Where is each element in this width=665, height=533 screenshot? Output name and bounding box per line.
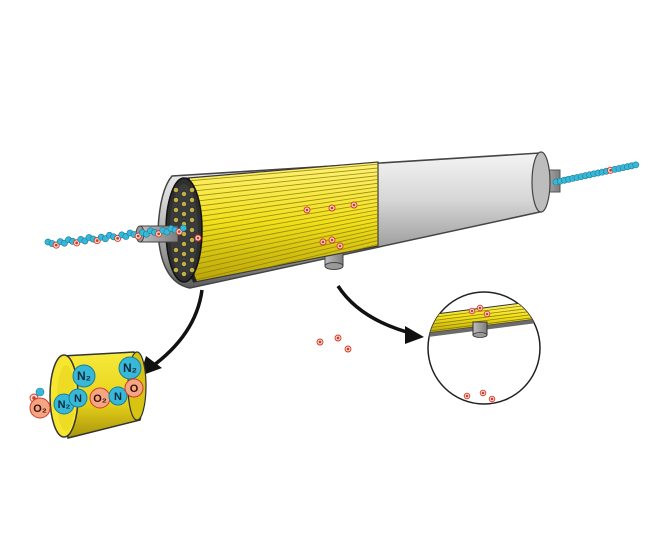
nitrogen-label: N: [74, 393, 82, 405]
magnified-oxygen: [463, 304, 496, 403]
fiber-opening: [189, 237, 195, 243]
oxygen-molecule: O₂: [89, 387, 111, 409]
oxygen-molecule: [344, 345, 352, 353]
fiber-opening: [173, 247, 179, 253]
fiber-opening: [189, 247, 195, 253]
fiber-strands: [175, 163, 378, 282]
permeating-oxygen: [194, 201, 358, 250]
nitrogen-molecule: N: [68, 388, 88, 408]
fiber-opening: [173, 267, 179, 273]
oxygen-molecule: [194, 234, 202, 242]
fiber-opening: [173, 217, 179, 223]
oxygen-molecule: [476, 304, 484, 312]
oxygen-molecule: O: [124, 378, 144, 398]
oxygen-molecule: [350, 201, 358, 209]
inlet-air-stream: [44, 224, 187, 249]
nitrogen-label: N: [114, 391, 122, 403]
fiber-opening: [181, 251, 187, 257]
fiber-opening: [181, 261, 187, 267]
oxygen-molecule: [303, 206, 311, 214]
nitrogen-label: N₂: [77, 369, 91, 383]
fiber-opening: [181, 271, 187, 277]
fiber-opening: [189, 227, 195, 233]
fiber-opening: [189, 187, 195, 193]
fiber-opening: [181, 211, 187, 217]
nitrogen-label: N₂: [58, 399, 71, 411]
fiber-opening: [189, 267, 195, 273]
oxygen-molecule: [336, 242, 344, 250]
released-oxygen: [316, 334, 352, 353]
fiber-opening: [189, 217, 195, 223]
oxygen-molecule: [479, 389, 487, 397]
nitrogen-molecule: [179, 224, 187, 232]
fiber-opening: [173, 187, 179, 193]
oxygen-molecule: [334, 334, 342, 342]
nitrogen-molecule: N₂: [118, 356, 142, 380]
housing-end-cap: [531, 151, 551, 213]
fiber-opening: [181, 191, 187, 197]
detail-labels: N₂ N₂ N₂ O₂ O₂ N N O: [29, 356, 144, 419]
fiber-opening: [173, 207, 179, 213]
fiber-opening: [189, 207, 195, 213]
oxygen-molecule: O₂: [29, 397, 51, 419]
oxygen-label: O₂: [93, 393, 107, 405]
fiber-openings: [173, 187, 195, 277]
nitrogen-molecule: [35, 387, 45, 397]
nitrogen-label: N₂: [123, 361, 137, 375]
oxygen-label: O₂: [33, 403, 47, 415]
oxygen-label: O: [130, 383, 139, 395]
fiber-opening: [181, 201, 187, 207]
outlet-nitrogen-stream: [552, 161, 640, 186]
oxygen-molecule: [463, 392, 471, 400]
oxygen-molecule: [328, 236, 336, 244]
oxygen-molecule: [468, 307, 476, 315]
port-detail-magnifier: [427, 291, 541, 405]
arrow-to-fiber-detail: [140, 289, 204, 376]
fiber-opening: [173, 257, 179, 263]
oxygen-molecule: [316, 338, 324, 346]
fiber-opening: [173, 197, 179, 203]
fiber-opening: [189, 197, 195, 203]
nitrogen-molecule: N: [108, 386, 128, 406]
oxygen-molecule: [483, 310, 491, 318]
nitrogen-molecule: N₂: [72, 364, 96, 388]
fiber-opening: [181, 241, 187, 247]
fiber-bundle: [175, 161, 379, 283]
oxygen-molecule: [328, 204, 336, 212]
oxygen-molecule: [488, 395, 496, 403]
nitrogen-molecule: [632, 161, 640, 169]
arrow-to-port-detail: [336, 285, 424, 344]
oxygen-molecule: [319, 238, 327, 246]
fiber-opening: [189, 257, 195, 263]
